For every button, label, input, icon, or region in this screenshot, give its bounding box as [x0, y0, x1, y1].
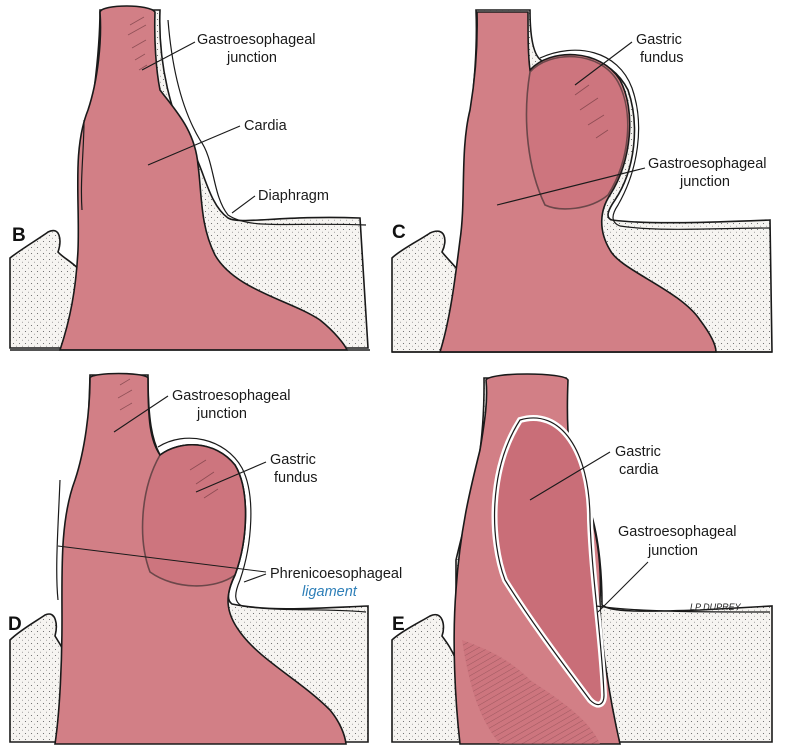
- label-ge-junction-line1-c: Gastroesophageal: [648, 156, 767, 172]
- label-fundus-line2-c: fundus: [640, 50, 684, 66]
- label-ligament-d: ligament: [302, 584, 358, 600]
- panel-letter-b: B: [12, 225, 26, 246]
- label-ge-junction-line2-d: junction: [196, 406, 247, 422]
- label-fundus-line1-d: Gastric: [270, 452, 316, 468]
- label-cardia-line2-e: cardia: [619, 462, 659, 478]
- leader-pe-right-d: [244, 574, 266, 582]
- label-ge-junction-line1-e: Gastroesophageal: [618, 524, 737, 540]
- label-cardia-line1-e: Gastric: [615, 444, 661, 460]
- panel-letter-c: C: [392, 222, 406, 243]
- panel-letter-e: E: [392, 614, 405, 635]
- leader-ge-e: [598, 562, 648, 612]
- label-fundus-line1-c: Gastric: [636, 32, 682, 48]
- label-ge-junction-line2-b: junction: [226, 50, 277, 66]
- artist-signature: LP DUPREY: [690, 602, 742, 612]
- label-cardia-b: Cardia: [244, 118, 288, 134]
- label-ge-junction-line2-c: junction: [679, 174, 730, 190]
- label-diaphragm-b: Diaphragm: [258, 188, 329, 204]
- leader-diaphragm-b: [232, 196, 255, 213]
- panel-c: C Gastric fundus Gastroesophageal juncti…: [392, 10, 772, 352]
- label-fundus-line2-d: fundus: [274, 470, 318, 486]
- label-ge-junction-line1-d: Gastroesophageal: [172, 388, 291, 404]
- panel-e: E Gastric cardia Gastroesophageal juncti…: [392, 374, 772, 744]
- panel-letter-d: D: [8, 614, 22, 635]
- fundus-d: [143, 445, 246, 586]
- panel-d: D Gastroesophageal junction Gastric fund…: [8, 374, 402, 745]
- label-ge-junction-line1-b: Gastroesophageal: [197, 32, 316, 48]
- fundus-bulge-c: [526, 57, 627, 209]
- panel-b: B Gastroesophageal junction Cardia Diaph…: [10, 6, 368, 350]
- label-ge-junction-line2-e: junction: [647, 543, 698, 559]
- label-phrenicoesophageal-d: Phrenicoesophageal: [270, 566, 402, 582]
